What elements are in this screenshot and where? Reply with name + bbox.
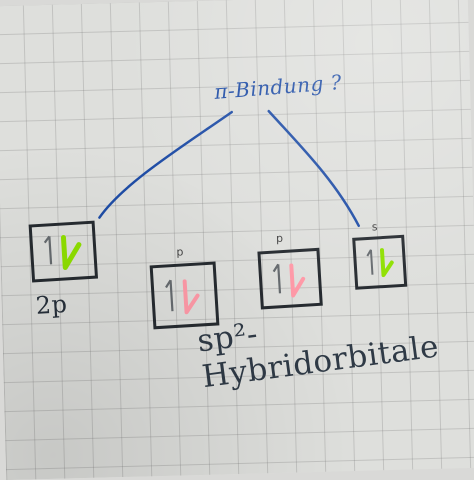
orbital-arrows [43, 235, 82, 270]
small-orbital-mark: s [371, 220, 378, 234]
up-arrow-icon [43, 235, 53, 265]
left-connector-line [98, 110, 233, 219]
small-orbital-mark: p [275, 231, 284, 245]
small-orbital-mark: p [176, 245, 184, 259]
right-connector-line [267, 109, 360, 228]
down-arrow-icon [379, 248, 394, 278]
orbital-box-2p [28, 220, 99, 283]
down-arrow-icon [182, 279, 200, 315]
up-arrow-icon [272, 263, 282, 294]
up-arrow-icon [165, 279, 174, 312]
orbital-arrows [366, 248, 394, 278]
orbital-box-sp2-1 [149, 261, 220, 330]
down-arrow-icon [60, 235, 82, 270]
down-arrow-icon [289, 263, 306, 298]
orbital-box-sp2-2 [257, 247, 323, 310]
two-p-label: 2p [34, 289, 69, 320]
orbital-arrows [272, 263, 306, 298]
up-arrow-icon [366, 249, 374, 275]
orbital-box-sp2-3 [352, 234, 408, 290]
orbital-arrows [165, 279, 200, 315]
